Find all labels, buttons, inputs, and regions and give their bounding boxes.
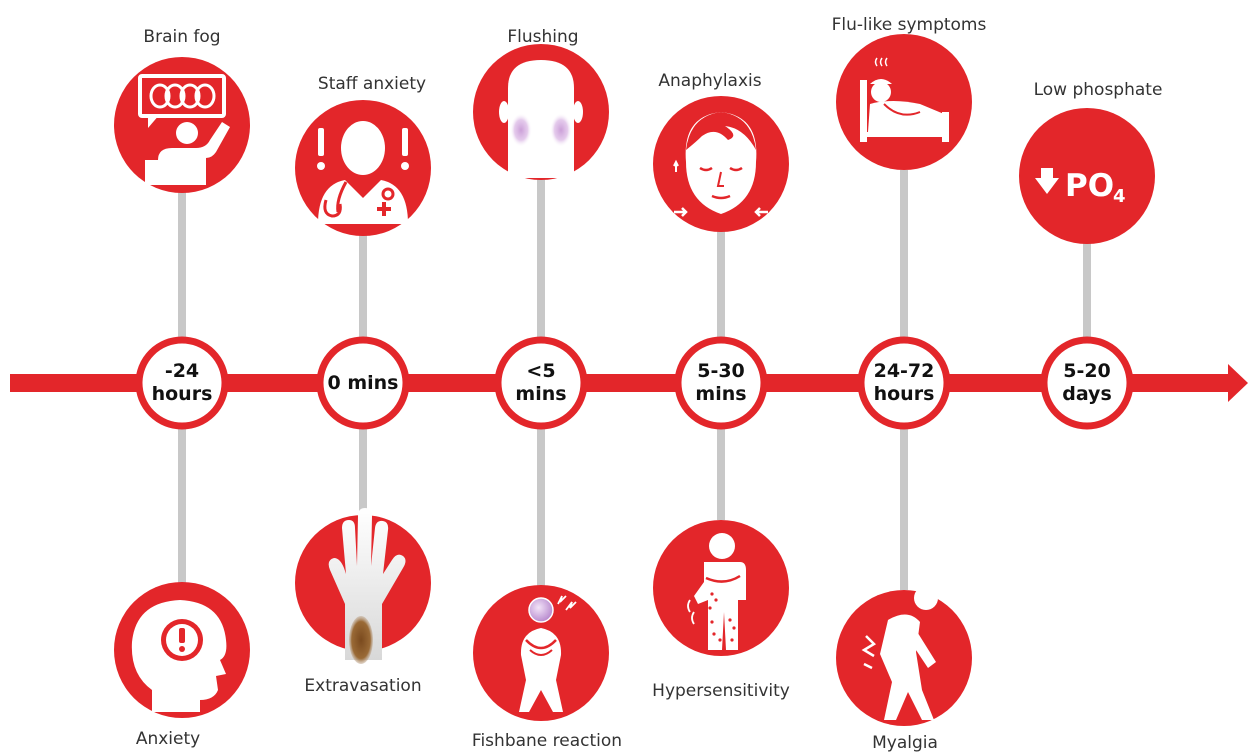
label-myalgia: Myalgia bbox=[872, 733, 938, 753]
connector-1-down bbox=[178, 420, 186, 605]
time-label-4-line-1: 5-30 bbox=[697, 360, 745, 382]
itching-person-icon bbox=[653, 520, 789, 656]
time-node-2 bbox=[316, 336, 410, 430]
doctor-alert-icon bbox=[295, 100, 431, 236]
time-node-5 bbox=[857, 336, 951, 430]
time-label-1-line-2: hours bbox=[151, 383, 213, 405]
time-label-5-line-1: 24-72 bbox=[873, 360, 935, 382]
connector-2-up bbox=[359, 220, 367, 345]
connector-4-up bbox=[717, 225, 725, 345]
thought-bubble-person-icon bbox=[114, 57, 250, 193]
connector-3-down bbox=[537, 420, 545, 595]
label-flushing: Flushing bbox=[507, 27, 579, 47]
time-label-2-line-1: 0 mins bbox=[327, 371, 399, 394]
sick-in-bed-icon bbox=[836, 34, 972, 170]
time-node-3 bbox=[494, 336, 588, 430]
time-node-4 bbox=[674, 336, 768, 430]
swollen-face-icon bbox=[653, 96, 789, 232]
time-label-2: 0 mins bbox=[323, 343, 403, 423]
time-label-4-line-2: mins bbox=[695, 383, 747, 405]
time-label-3-line-2: mins bbox=[515, 383, 567, 405]
connector-4-down bbox=[717, 420, 725, 520]
back-pain-person-icon bbox=[836, 586, 972, 726]
connector-3-up bbox=[537, 175, 545, 345]
label-brain-fog: Brain fog bbox=[143, 27, 221, 47]
label-anaphylaxis: Anaphylaxis bbox=[658, 71, 762, 91]
connectors bbox=[178, 170, 1091, 605]
label-extravasation: Extravasation bbox=[304, 676, 422, 696]
label-hypersensitivity: Hypersensitivity bbox=[652, 681, 790, 701]
time-node-1 bbox=[135, 336, 229, 430]
time-node-6 bbox=[1040, 336, 1134, 430]
time-label-6-line-1: 5-20 bbox=[1063, 360, 1111, 382]
phosphate-subscript: 4 bbox=[1113, 186, 1126, 207]
stained-arm-icon bbox=[295, 508, 431, 664]
time-label-6-line-2: days bbox=[1062, 383, 1112, 405]
label-staff-anxiety: Staff anxiety bbox=[317, 74, 427, 94]
down-arrow-icon bbox=[1035, 168, 1059, 194]
connector-6-up bbox=[1083, 230, 1091, 345]
head-exclamation-icon bbox=[114, 582, 250, 718]
time-nodes bbox=[135, 336, 1134, 430]
label-flu-like-symptoms: Flu-like symptoms bbox=[831, 15, 987, 35]
label-low-phosphate: Low phosphate bbox=[1033, 80, 1163, 100]
time-label-5-line-2: hours bbox=[873, 383, 935, 405]
label-fishbane-reaction: Fishbane reaction bbox=[471, 731, 623, 751]
chest-pain-person-icon bbox=[473, 585, 609, 721]
connector-5-down bbox=[900, 420, 908, 590]
label-anxiety: Anxiety bbox=[135, 729, 201, 749]
connector-1-up bbox=[178, 175, 186, 345]
connector-5-up bbox=[900, 170, 908, 345]
time-label-1-line-1: -24 bbox=[164, 360, 200, 382]
flushed-face-icon bbox=[473, 44, 609, 180]
time-label-3-line-1: <5 bbox=[526, 360, 556, 382]
phosphate-symbol: PO bbox=[1065, 168, 1114, 204]
connector-2-down bbox=[359, 420, 367, 515]
low-phosphate-icon: PO 4 bbox=[1019, 108, 1155, 244]
